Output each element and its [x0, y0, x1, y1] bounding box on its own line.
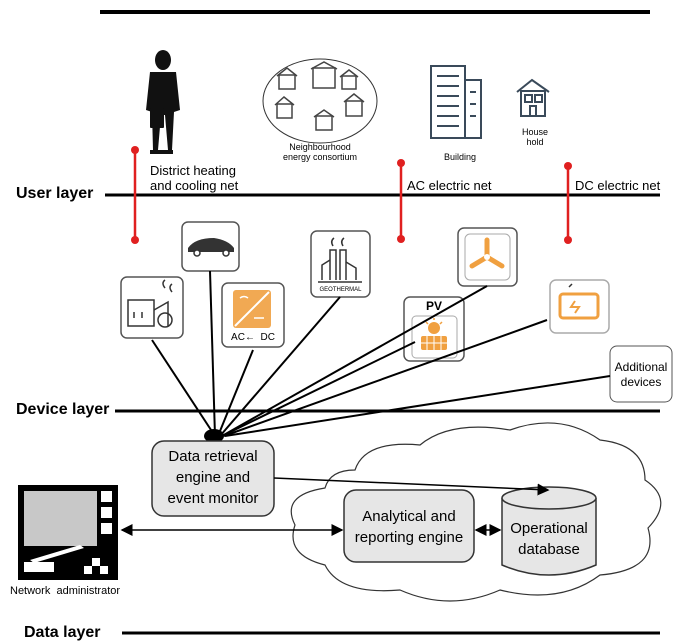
geothermal-label: GEOTHERMAL	[319, 287, 362, 293]
district-net-connector	[131, 146, 139, 244]
household-label: House hold	[521, 127, 548, 147]
household-icon	[516, 78, 550, 117]
house-icon	[274, 61, 365, 131]
pv-device[interactable]	[403, 296, 465, 362]
electric-car-device[interactable]	[181, 221, 240, 272]
analytical-engine-box[interactable]	[343, 489, 475, 563]
ac-net-connector	[397, 159, 405, 243]
building-label: Building	[443, 152, 477, 162]
device-layer-label: Device layer	[16, 401, 112, 419]
building-icon	[430, 65, 482, 139]
district-net-label: District heating and cooling net	[150, 163, 239, 193]
battery-device[interactable]	[549, 279, 610, 334]
converter-device[interactable]	[221, 282, 285, 348]
user-layer-label: User layer	[16, 185, 96, 203]
ac-net-label: AC electric net	[407, 178, 492, 193]
pv-label: PV	[425, 299, 442, 313]
neighbourhood-cluster	[262, 58, 378, 144]
wind-turbine-device[interactable]	[457, 227, 518, 287]
additional-devices-label: Additional devices	[614, 360, 668, 389]
neighbourhood-label: Neighbourhood energy consortium	[282, 142, 358, 162]
analytical-engine-label: Analytical and reporting engine	[354, 508, 464, 546]
dc-net-label: DC electric net	[575, 178, 661, 193]
heating-plant-device[interactable]	[120, 276, 184, 339]
additional-devices-box[interactable]	[609, 345, 673, 403]
device-links	[151, 270, 611, 437]
converter-label: AC← DC	[231, 332, 275, 343]
dc-net-connector	[564, 162, 572, 244]
link-hub	[204, 429, 224, 443]
network-admin-label: Network administrator	[10, 585, 121, 597]
geothermal-device[interactable]	[310, 230, 371, 298]
data-layer-label: Data layer	[24, 624, 103, 642]
operational-database-cylinder[interactable]	[501, 486, 597, 576]
businessman-icon	[146, 50, 180, 154]
retrieval-to-database-arrow	[273, 477, 550, 496]
operational-database-label: Operational database	[510, 520, 588, 558]
admin-terminal-icon	[18, 485, 118, 580]
retrieval-engine-label: Data retrieval engine and event monitor	[167, 448, 259, 507]
